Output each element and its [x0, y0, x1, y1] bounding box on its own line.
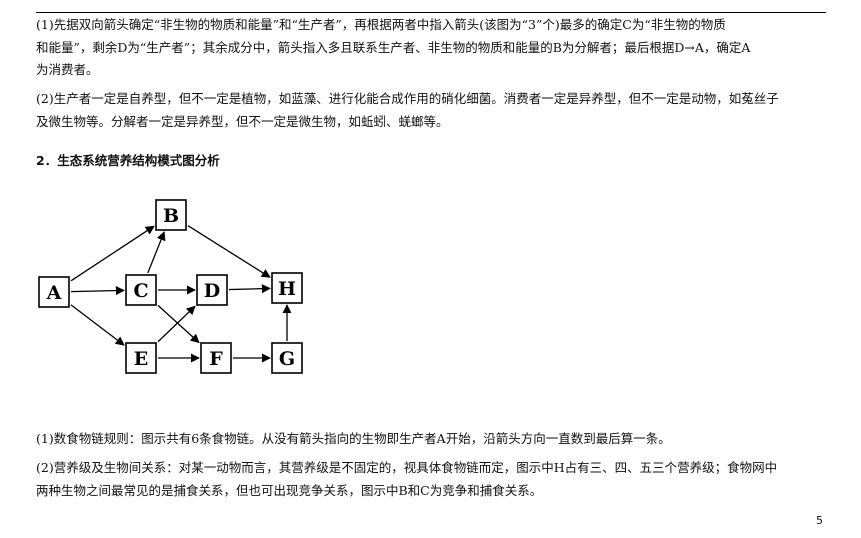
node-box	[196, 274, 228, 306]
text-line: (2)营养级及生物间关系：对某一动物而言，其营养级是不固定的，视具体食物链而定，…	[36, 460, 778, 475]
analysis-paragraph-1: (1)数食物链规则：图示共有6条食物链。从没有箭头指向的生物即生产者A开始，沿箭…	[36, 428, 828, 451]
node-h: H	[271, 272, 303, 304]
page-number: 5	[816, 514, 823, 527]
node-box	[125, 342, 157, 374]
node-label: D	[204, 280, 220, 302]
node-label: F	[209, 348, 223, 370]
node-box	[38, 276, 70, 308]
node-box	[271, 272, 303, 304]
node-g: G	[271, 342, 303, 374]
node-label: H	[278, 278, 296, 300]
node-label: B	[163, 205, 179, 227]
node-a: A	[38, 276, 70, 308]
text-line: 为消费者。	[36, 62, 99, 77]
section-heading: 2．生态系统营养结构模式图分析	[36, 153, 220, 168]
node-b: B	[155, 199, 187, 231]
arrow-a-to-b	[70, 225, 155, 282]
node-label: A	[46, 282, 62, 304]
arrow-b-to-h	[187, 225, 271, 278]
arrow-d-to-h	[228, 284, 271, 294]
text-line: (2)生产者一定是自养型，但不一定是植物，如蓝藻、进行化能合成作用的硝化细菌。消…	[36, 91, 779, 106]
node-box	[155, 199, 187, 231]
header-rule	[36, 12, 826, 13]
arrow-e-to-d	[157, 305, 196, 343]
analysis-paragraph-2: (2)营养级及生物间关系：对某一动物而言，其营养级是不固定的，视具体食物链而定，…	[36, 457, 828, 502]
text-line: (1)先据双向箭头确定“非生物的物质和能量”和“生产者”，再根据两者中指入箭头(…	[36, 17, 726, 32]
node-box	[271, 342, 303, 374]
node-c: C	[125, 274, 157, 306]
node-label: C	[133, 280, 148, 302]
text-line: 两种生物之间最常见的是捕食关系，但也可出现竞争关系，图示中B和C为竞争和捕食关系…	[36, 482, 543, 498]
node-box	[125, 274, 157, 306]
arrow-a-to-c	[70, 286, 125, 296]
node-e: E	[125, 342, 157, 374]
node-label: G	[279, 348, 295, 370]
node-label: E	[134, 348, 148, 370]
arrow-a-to-e	[70, 304, 125, 346]
text-line: 及微生物等。分解者一定是异养型，但不一定是微生物，如蚯蚓、蜣螂等。	[36, 113, 449, 129]
text-line: (1)数食物链规则：图示共有6条食物链。从没有箭头指向的生物即生产者A开始，沿箭…	[36, 431, 671, 446]
arrow-c-to-f	[157, 304, 200, 344]
node-box	[200, 342, 232, 374]
node-d: D	[196, 274, 228, 306]
text-line: 和能量”，剩余D为“生产者”；其余成分中，箭头指入多且联系生产者、非生物的物质和…	[36, 39, 751, 55]
explanation-paragraph-1: (1)先据双向箭头确定“非生物的物质和能量”和“生产者”，再根据两者中指入箭头(…	[36, 14, 828, 82]
node-f: F	[200, 342, 232, 374]
arrow-c-to-b	[147, 231, 166, 274]
food-web-arrows	[70, 225, 292, 363]
food-web-nodes: A B C D E F G H	[38, 199, 303, 374]
explanation-paragraph-2: (2)生产者一定是自养型，但不一定是植物，如蓝藻、进行化能合成作用的硝化细菌。消…	[36, 88, 828, 133]
food-web-diagram: A B C D E F G H	[38, 199, 303, 374]
